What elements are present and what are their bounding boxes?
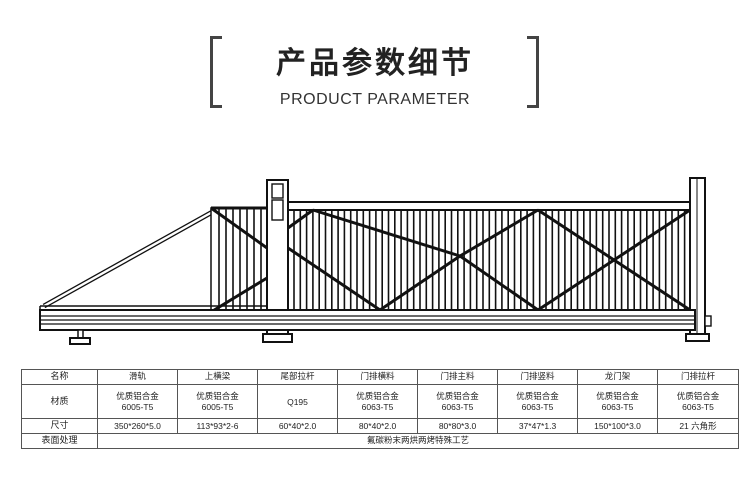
sliding-gate-drawing [39,177,712,345]
column-name: 门排横料 [337,369,418,385]
column-name: 龙门架 [577,369,658,385]
gantry-post [685,177,712,342]
motor-post [262,179,293,343]
material-code: 6005-T5 [121,401,154,412]
material-code: 6063-T5 [521,401,554,412]
table-row-surface: 表面处理 氟碳粉末两烘两烤特殊工艺 [21,433,739,449]
material-name: 优质铝合金 [356,391,399,402]
size-cell: 80*80*3.0 [417,418,498,434]
size-cell: 37*47*1.3 [497,418,578,434]
size-cell: 80*40*2.0 [337,418,418,434]
page-subtitle: PRODUCT PARAMETER [279,91,471,108]
page-header: 产品参数细节 PRODUCT PARAMETER [0,0,750,120]
material-code: 6063-T5 [441,401,474,412]
column-name: 上横梁 [177,369,258,385]
row-label-size: 尺寸 [21,418,98,434]
right-bracket-decoration [527,36,539,108]
bottom-rail [39,305,696,331]
left-frame-section [210,206,268,314]
material-name: 优质铝合金 [516,391,559,402]
row-label-material: 材质 [21,384,98,419]
column-name: 门排竖料 [497,369,578,385]
material-code: 6063-T5 [601,401,634,412]
gate-panel [287,201,691,315]
table-row-size: 尺寸 350*260*5.0 113*93*2-6 60*40*2.0 80*4… [21,418,739,434]
support-foot [69,329,91,345]
size-cell: 150*100*3.0 [577,418,658,434]
left-bracket-decoration [210,36,222,108]
material-name: 优质铝合金 [196,391,239,402]
tail-rod [42,207,218,309]
row-label-name: 名称 [21,369,98,385]
material-name: 优质铝合金 [436,391,479,402]
material-name: 优质铝合金 [596,391,639,402]
surface-treatment-value: 氟碳粉末两烘两烤特殊工艺 [97,433,739,449]
column-name: 门排主料 [417,369,498,385]
material-name: 优质铝合金 [676,391,720,402]
material-code: 6063-T5 [682,401,714,412]
size-cell: 21 六角形 [657,418,739,434]
column-name: 门排拉杆 [657,369,739,385]
material-code: 6005-T5 [201,401,234,412]
material-code: 6063-T5 [361,401,394,412]
material-name: 优质铝合金 [116,391,159,402]
column-name: 尾部拉杆 [257,369,338,385]
column-name: 滑轨 [97,369,178,385]
table-row-name: 名称 滑轨 上横梁 尾部拉杆 门排横料 门排主料 门排竖料 龙门架 门排拉杆 [21,369,739,385]
page-title: 产品参数细节 [276,46,474,81]
size-cell: 60*40*2.0 [257,418,338,434]
size-cell: 113*93*2-6 [177,418,258,434]
size-cell: 350*260*5.0 [97,418,178,434]
material-cell: Q195 [257,384,338,419]
spec-table: 名称 滑轨 上横梁 尾部拉杆 门排横料 门排主料 门排竖料 龙门架 门排拉杆 材… [21,369,739,449]
material-name: Q195 [287,396,308,407]
row-label-surface: 表面处理 [21,433,98,449]
